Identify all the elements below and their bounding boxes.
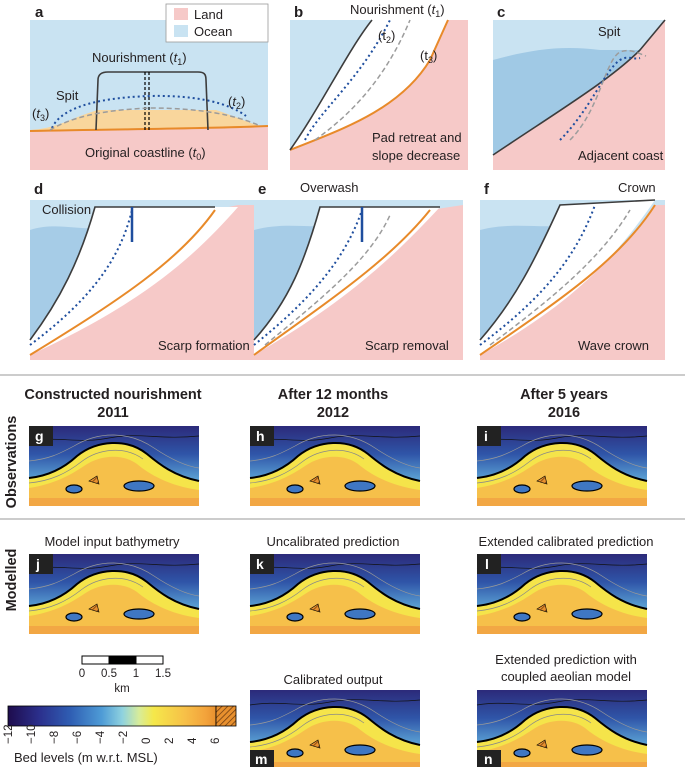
colorbar-label: Bed levels (m w.r.t. MSL) [14, 750, 158, 765]
panel-f-letter: f [484, 181, 490, 198]
crown-label: Crown [618, 180, 656, 195]
panel-c: c Spit Adjacent coast [492, 4, 666, 170]
map-j: j [28, 553, 200, 635]
wave-crown-caption: Wave crown [578, 338, 649, 353]
panel-a: a Nourishment (t1) Spit (t3) (t2) Origin… [29, 3, 269, 170]
svg-text:n: n [484, 751, 493, 767]
map-g: g [28, 425, 200, 507]
map-n: n [476, 689, 648, 771]
t3-label-b: (t3) [420, 48, 437, 65]
panel-b: b Nourishment (t1) (t2) (t3) Pad retreat… [289, 2, 468, 170]
svg-text:k: k [256, 556, 264, 572]
scarp-removal-caption: Scarp removal [365, 338, 449, 353]
ocean-swatch [174, 25, 188, 37]
svg-text:h: h [256, 428, 265, 444]
svg-text:g: g [35, 428, 44, 444]
svg-text:1.5: 1.5 [155, 668, 171, 680]
map-j-title: Model input bathymetry [44, 534, 180, 549]
panel-e-letter: e [258, 181, 266, 198]
colorbar: −12 −10 −8 −6 −4 −2 0 2 4 6 Bed levels (m w.r.t. … [3, 705, 237, 765]
map-m-title: Calibrated output [283, 672, 382, 687]
land-swatch [174, 8, 188, 20]
map-n-title-1: Extended prediction with [495, 652, 637, 667]
t2-label-b: (t2) [378, 28, 395, 45]
colorbar-tick: −8 [49, 731, 61, 744]
svg-text:0: 0 [79, 668, 85, 680]
overwash-label: Overwash [300, 180, 359, 195]
nourishment-label-b: Nourishment (t1) [350, 2, 445, 19]
svg-text:i: i [484, 428, 488, 444]
panel-b-letter: b [294, 4, 303, 21]
column-year-3: 2016 [548, 405, 580, 421]
modelled-row-label: Modelled [4, 549, 20, 612]
colorbar-tick: 2 [164, 738, 176, 744]
panel-d: d Collision Scarp formation [29, 181, 268, 360]
colorbar-tick: −2 [118, 731, 130, 744]
panel-a-letter: a [35, 4, 44, 21]
scale-unit: km [114, 683, 129, 695]
spit-label-a: Spit [56, 88, 79, 103]
slope-decrease-caption: slope decrease [372, 148, 460, 163]
map-h: h [249, 425, 421, 507]
svg-text:0.5: 0.5 [101, 668, 117, 680]
observations-row-label: Observations [4, 416, 20, 509]
svg-text:j: j [35, 556, 40, 572]
svg-text:l: l [485, 556, 489, 572]
panel-d-letter: d [34, 181, 43, 198]
column-year-1: 2011 [97, 405, 128, 421]
pad-retreat-caption: Pad retreat and [372, 130, 462, 145]
map-i: i [476, 425, 648, 507]
colorbar-tick: −10 [26, 724, 38, 744]
t2-label-a: (t2) [228, 94, 245, 111]
panel-e: e Overwash Scarp removal [253, 180, 463, 360]
legend-ocean: Ocean [194, 24, 232, 39]
original-coastline-label: Original coastline (t0) [85, 145, 206, 162]
t3-label-a: (t3) [32, 106, 49, 123]
svg-text:m: m [255, 751, 267, 767]
scale-bar: 0 0.5 1 1.5 km [79, 655, 171, 695]
column-title-1: Constructed nourishment [24, 387, 201, 403]
colorbar-tick: 6 [210, 738, 222, 744]
map-n-title-2: coupled aeolian model [501, 669, 631, 684]
map-k-title: Uncalibrated prediction [267, 534, 400, 549]
adjacent-coast-caption: Adjacent coast [578, 148, 664, 163]
column-title-2: After 12 months [278, 387, 388, 403]
scarp-formation-caption: Scarp formation [158, 338, 250, 353]
colorbar-tick: 0 [141, 738, 153, 744]
colorbar-tick: −4 [95, 730, 107, 744]
legend-land: Land [194, 7, 223, 22]
column-year-2: 2012 [317, 405, 349, 421]
map-m: m [249, 689, 421, 771]
map-l-title: Extended calibrated prediction [479, 534, 654, 549]
spit-label-c: Spit [598, 24, 621, 39]
column-title-3: After 5 years [520, 387, 608, 403]
panel-c-letter: c [497, 4, 505, 21]
nourishment-label-a: Nourishment (t1) [92, 50, 187, 67]
svg-text:1: 1 [133, 668, 139, 680]
map-k: k [249, 553, 421, 635]
panel-f: f Crown Wave crown [479, 180, 665, 360]
colorbar-tick: −6 [72, 731, 84, 744]
collision-label: Collision [42, 202, 91, 217]
colorbar-tick: −12 [3, 724, 15, 744]
map-l: l [476, 553, 648, 635]
colorbar-tick: 4 [187, 737, 199, 744]
